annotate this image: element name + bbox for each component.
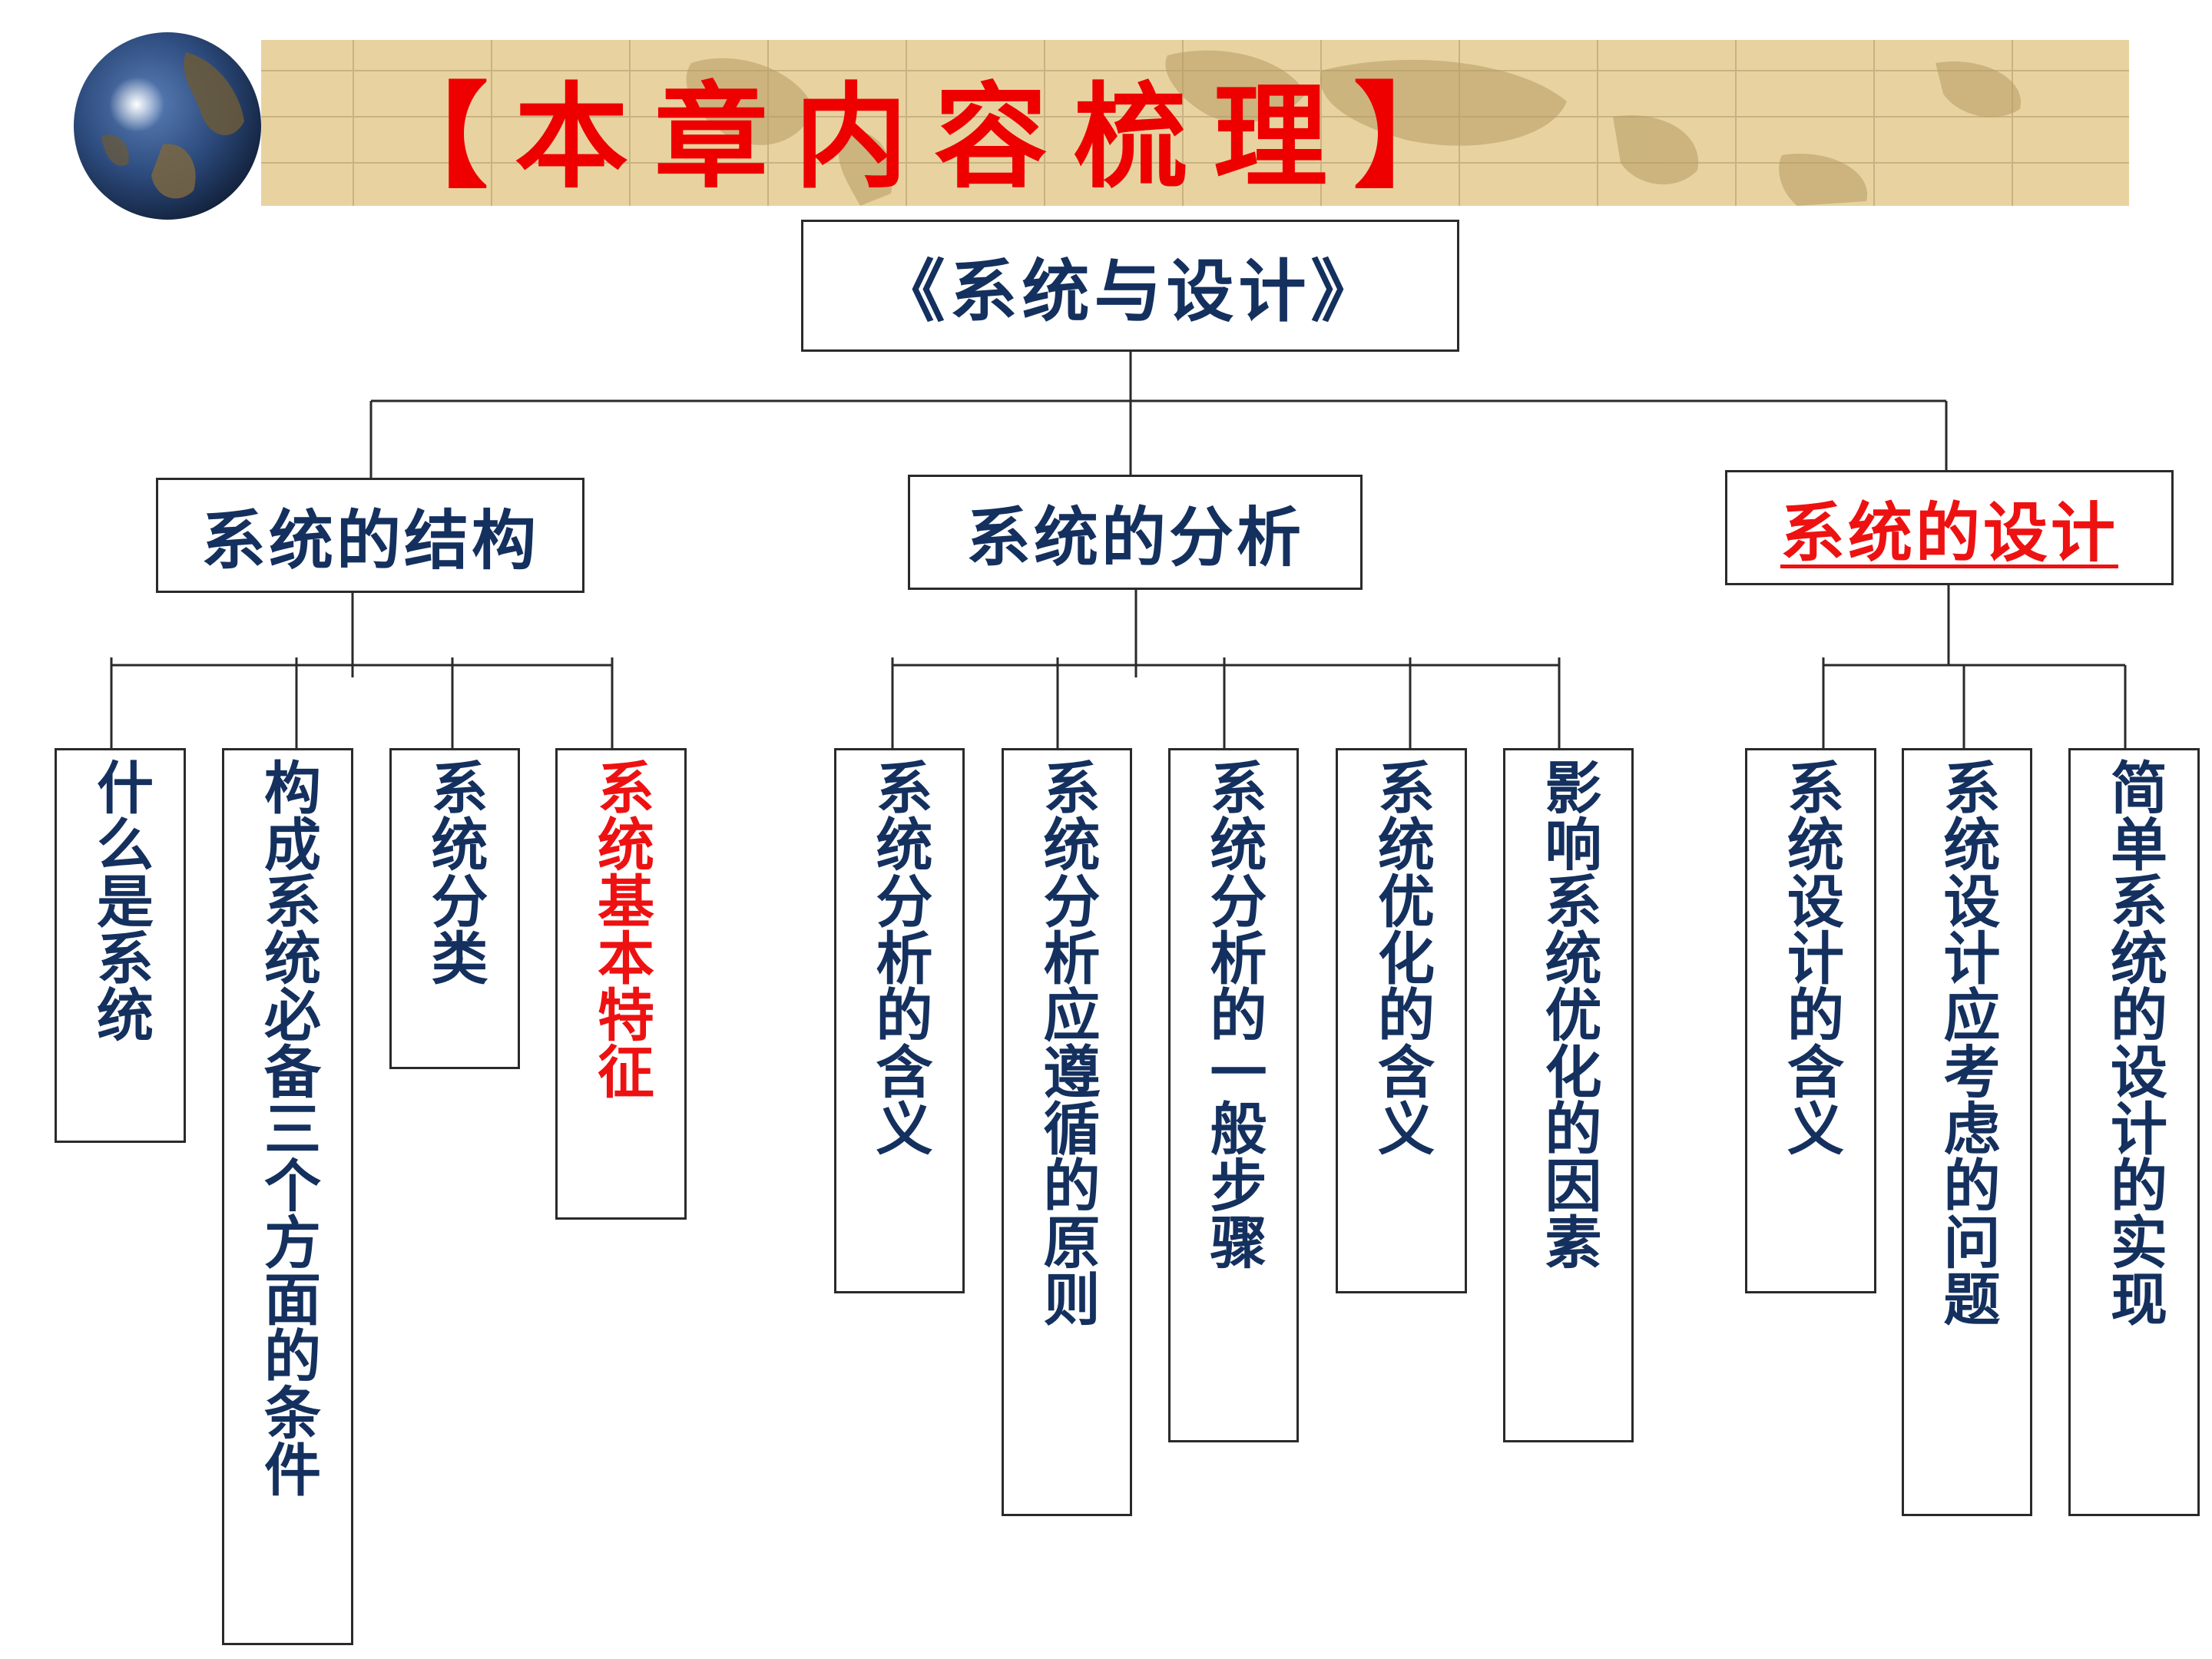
title-banner (261, 40, 2129, 206)
branch-analysis: 系统的分析 (908, 475, 1363, 590)
leaf-node: 系统分析的一般步骤 (1168, 748, 1299, 1442)
root-node: 《系统与设计》 (801, 220, 1459, 352)
globe-icon (74, 32, 261, 220)
leaf-node: 简单系统的设计的实现 (2068, 748, 2200, 1516)
branch-label: 系统的分析 (965, 498, 1304, 575)
leaf-label: 系统分类 (422, 758, 488, 985)
leaf-label: 系统设计应考虑的问题 (1934, 758, 2000, 1326)
leaf-node: 什么是系统 (55, 748, 186, 1143)
leaf-label: 系统设计的含义 (1777, 758, 1844, 1156)
leaf-node: 影响系统优化的因素 (1503, 748, 1634, 1442)
leaf-node: 系统分析应遵循的原则 (1002, 748, 1132, 1516)
leaf-label: 影响系统优化的因素 (1535, 758, 1601, 1270)
leaf-node: 系统优化的含义 (1336, 748, 1467, 1293)
leaf-label: 系统分析应遵循的原则 (1034, 758, 1100, 1326)
leaf-node: 构成系统必备三个方面的条件 (222, 748, 353, 1645)
leaf-node-highlighted: 系统基本特征 (555, 748, 687, 1220)
branch-structure: 系统的结构 (156, 478, 584, 593)
slide-title: 【本章内容梳理】 (375, 71, 1493, 204)
leaf-label: 系统基本特征 (588, 758, 654, 1099)
leaf-node: 系统分类 (389, 748, 520, 1069)
branch-label: 系统的设计 (1780, 494, 2118, 571)
world-map-pattern (261, 40, 2129, 206)
branch-design: 系统的设计 (1725, 470, 2174, 585)
branch-label: 系统的结构 (200, 502, 539, 578)
leaf-label: 系统分析的含义 (866, 758, 932, 1156)
leaf-node: 系统设计的含义 (1745, 748, 1876, 1293)
leaf-label: 系统优化的含义 (1368, 758, 1435, 1156)
leaf-label: 简单系统的设计的实现 (2101, 758, 2167, 1326)
leaf-node: 系统设计应考虑的问题 (1902, 748, 2032, 1516)
leaf-label: 构成系统必备三个方面的条件 (254, 758, 321, 1497)
leaf-label: 系统分析的一般步骤 (1200, 758, 1267, 1270)
root-label: 《系统与设计》 (877, 250, 1383, 331)
leaf-node: 系统分析的含义 (834, 748, 965, 1293)
leaf-label: 什么是系统 (87, 758, 154, 1042)
